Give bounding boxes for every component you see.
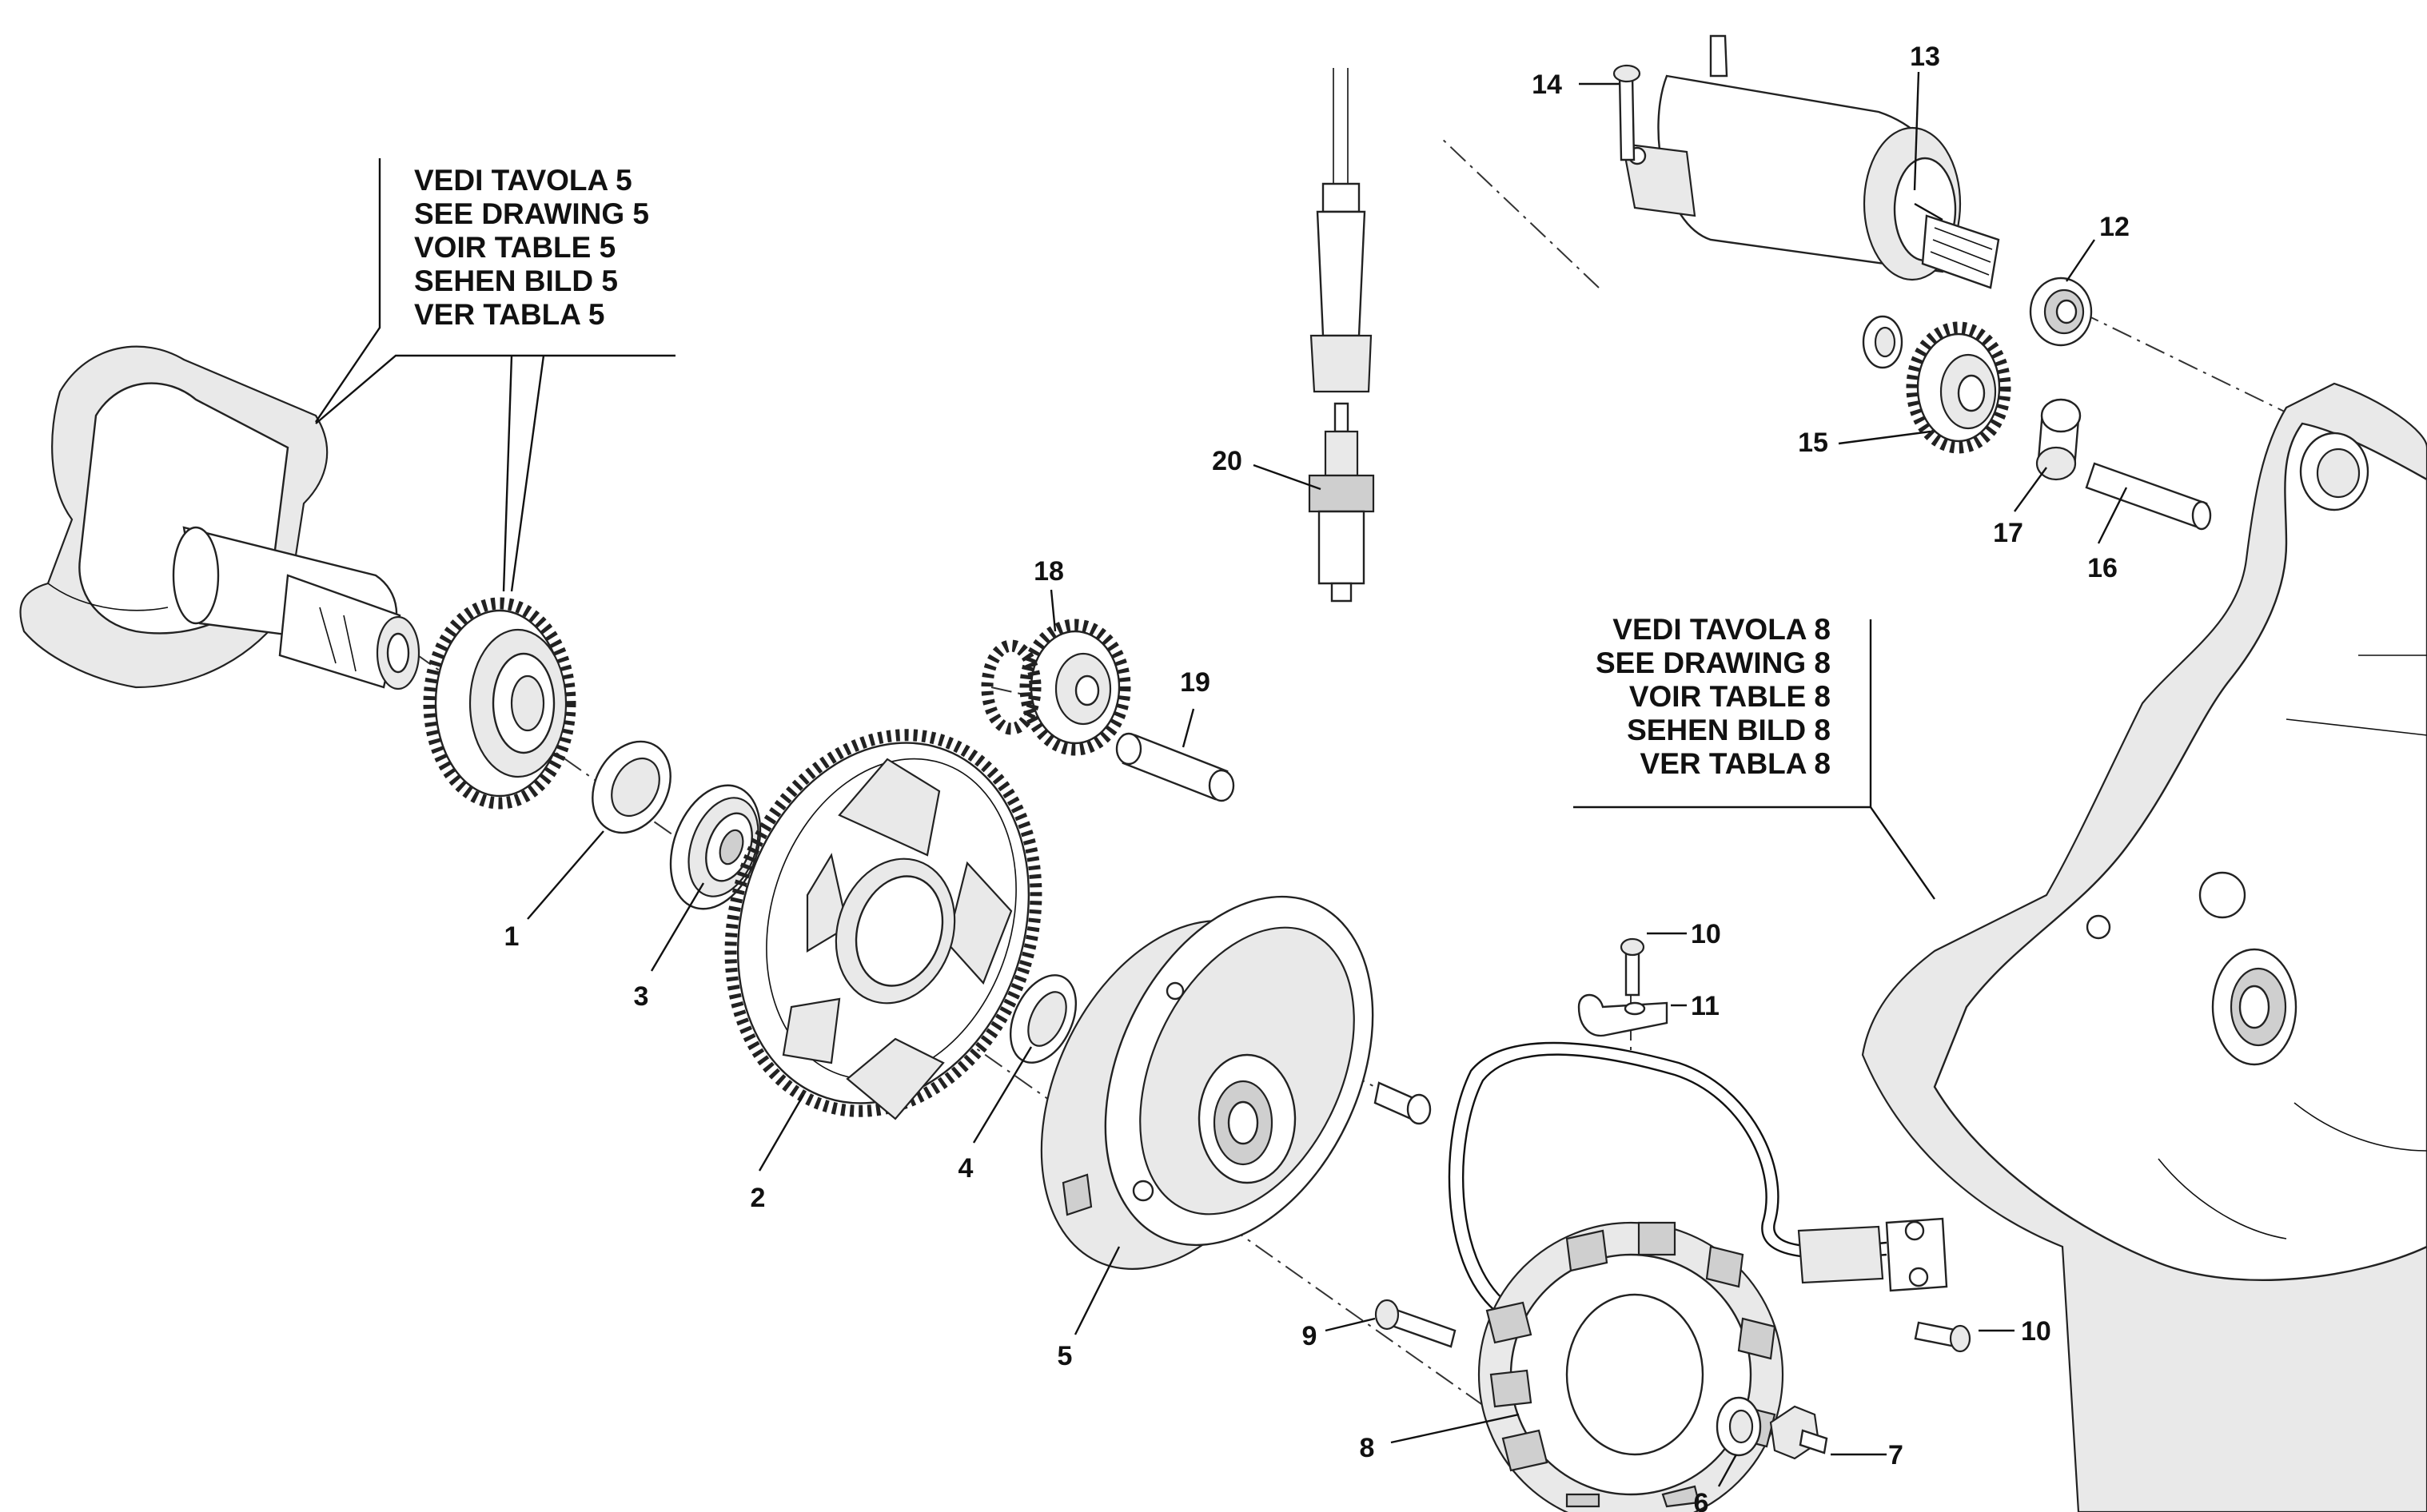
callout-3: 3 bbox=[634, 981, 649, 1012]
starter-gear-15-illustration bbox=[1862, 315, 2011, 454]
washer-4-illustration bbox=[1009, 974, 1078, 1064]
callout-leaders bbox=[527, 71, 2128, 1487]
svg-text:VOIR TABLE 8: VOIR TABLE 8 bbox=[1629, 680, 1831, 713]
callout-1: 1 bbox=[504, 921, 520, 952]
shaft-16-illustration bbox=[2085, 462, 2212, 531]
clamp-11-illustration bbox=[1577, 993, 1668, 1037]
callout-2: 2 bbox=[751, 1183, 766, 1213]
note-drawing-5: VEDI TAVOLA 5 SEE DRAWING 5 VOIR TABLE 5… bbox=[315, 158, 675, 592]
note-5-leader bbox=[315, 158, 381, 423]
callout-numbers: 1 2 3 4 5 6 7 8 9 10 10 11 12 13 14 15 1… bbox=[504, 42, 2130, 1512]
note-5-line-5: VER TABLA 5 bbox=[414, 298, 604, 331]
svg-text:VOIR TABLE 5: VOIR TABLE 5 bbox=[414, 231, 616, 264]
bolt-flywheel-illustration bbox=[1373, 1081, 1432, 1125]
note-5-line-1: VEDI TAVOLA 5 bbox=[414, 164, 632, 197]
callout-17: 17 bbox=[1993, 518, 2023, 548]
starter-motor-13-illustration bbox=[1621, 34, 2000, 289]
bearing-3-illustration bbox=[669, 784, 762, 910]
bolt-14-illustration bbox=[1612, 64, 1641, 161]
callout-9: 9 bbox=[1302, 1321, 1317, 1351]
callout-18: 18 bbox=[1034, 556, 1064, 587]
crankshaft-illustration bbox=[19, 345, 420, 690]
callout-10-top: 10 bbox=[1691, 919, 1721, 949]
svg-text:VER TABLA 5: VER TABLA 5 bbox=[414, 298, 604, 331]
svg-text:VER TABLA 8: VER TABLA 8 bbox=[1640, 747, 1831, 780]
note-5-leader-bracket bbox=[315, 354, 675, 424]
nut-7-illustration bbox=[1769, 1405, 1828, 1460]
pin-19-illustration bbox=[1115, 732, 1235, 802]
note-8-line-2: SEE DRAWING 8 bbox=[1596, 647, 1831, 679]
stator-8-illustration bbox=[1448, 1041, 1948, 1512]
washer-1-illustration bbox=[592, 740, 672, 834]
note-5-line-2: SEE DRAWING 5 bbox=[414, 197, 649, 230]
note-drawing-8: VEDI TAVOLA 8 SEE DRAWING 8 VOIR TABLE 8… bbox=[1573, 613, 1935, 900]
callout-20: 20 bbox=[1212, 446, 1242, 476]
callout-19: 19 bbox=[1180, 667, 1210, 698]
svg-text:VEDI TAVOLA 5: VEDI TAVOLA 5 bbox=[414, 164, 632, 197]
flywheel-5-illustration bbox=[1040, 895, 1374, 1270]
callout-11: 11 bbox=[1691, 991, 1720, 1021]
bush-17-illustration bbox=[2035, 398, 2082, 481]
callout-5: 5 bbox=[1058, 1341, 1073, 1371]
bearing-12-illustration bbox=[2029, 277, 2093, 347]
callout-14: 14 bbox=[1532, 70, 1562, 100]
washer-6-illustration bbox=[1716, 1396, 1762, 1457]
svg-text:SEE DRAWING 5: SEE DRAWING 5 bbox=[414, 197, 649, 230]
note-8-line-1: VEDI TAVOLA 8 bbox=[1612, 613, 1831, 646]
note-8-line-5: VER TABLA 8 bbox=[1640, 747, 1831, 780]
callout-8: 8 bbox=[1360, 1433, 1375, 1463]
bolt-10-right-illustration bbox=[1914, 1321, 1971, 1353]
svg-text:SEHEN BILD 5: SEHEN BILD 5 bbox=[414, 265, 618, 297]
crank-gear-illustration bbox=[423, 597, 576, 810]
idle-gear-18-illustration bbox=[981, 619, 1131, 756]
svg-text:SEE DRAWING 8: SEE DRAWING 8 bbox=[1596, 647, 1831, 679]
svg-text:VEDI TAVOLA 8: VEDI TAVOLA 8 bbox=[1612, 613, 1831, 646]
svg-text:SEHEN BILD 8: SEHEN BILD 8 bbox=[1627, 714, 1831, 746]
crankcase-cover-illustration bbox=[1861, 382, 2427, 1512]
callout-13: 13 bbox=[1910, 42, 1940, 72]
bolt-10-top-illustration bbox=[1620, 937, 1645, 997]
callout-6: 6 bbox=[1694, 1488, 1709, 1512]
callout-15: 15 bbox=[1798, 428, 1828, 458]
callout-16: 16 bbox=[2087, 553, 2118, 583]
note-5-line-4: SEHEN BILD 5 bbox=[414, 265, 618, 297]
bolt-9-illustration bbox=[1374, 1299, 1457, 1348]
callout-4: 4 bbox=[958, 1153, 974, 1184]
callout-10-right: 10 bbox=[2021, 1316, 2051, 1347]
note-8-line-4: SEHEN BILD 8 bbox=[1627, 714, 1831, 746]
note-8-line-3: VOIR TABLE 8 bbox=[1629, 680, 1831, 713]
note-5-line-3: VOIR TABLE 5 bbox=[414, 231, 616, 264]
callout-12: 12 bbox=[2099, 212, 2130, 242]
spark-plug-20-illustration bbox=[1308, 68, 1375, 603]
big-gear-2-illustration bbox=[724, 729, 1042, 1120]
callout-7: 7 bbox=[1888, 1440, 1903, 1470]
